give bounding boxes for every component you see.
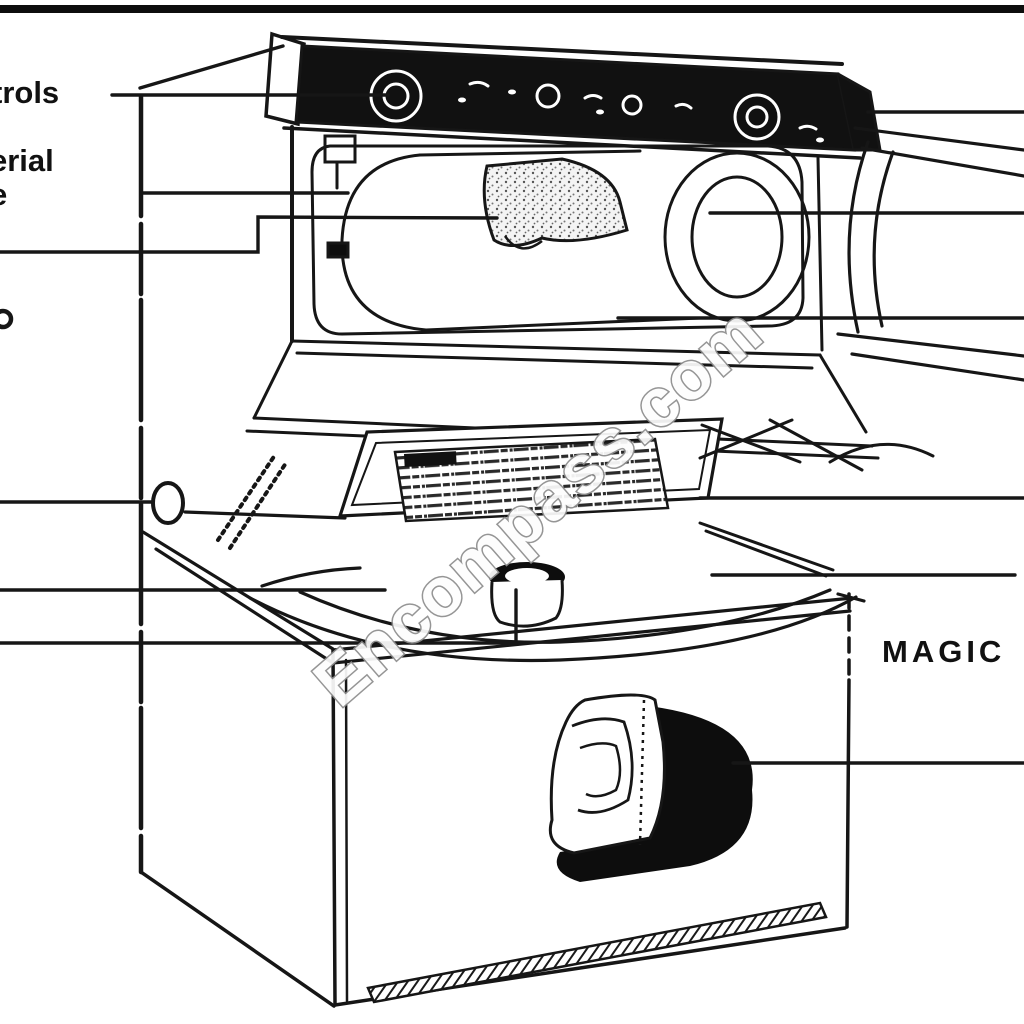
panel-left-endcap bbox=[264, 31, 306, 127]
top-border-rule bbox=[0, 5, 1024, 13]
dryer-flare-left bbox=[252, 339, 294, 420]
panel-marking bbox=[596, 109, 604, 115]
lid-hinge-bracket bbox=[828, 442, 935, 464]
door-seal-ring-inner bbox=[690, 175, 784, 299]
cap-ring-inner bbox=[505, 568, 549, 584]
label-serial-fragment-line1: erial bbox=[0, 143, 54, 178]
lint-screen-cloth bbox=[482, 157, 629, 247]
washer-lid-open bbox=[216, 417, 935, 578]
label-serial-fragment-line2: e bbox=[0, 177, 7, 212]
dryer-door-open bbox=[836, 126, 1024, 382]
leader-lines bbox=[0, 44, 1024, 765]
panel-marking bbox=[798, 124, 818, 131]
lid-hinge-strap bbox=[228, 461, 288, 550]
door-seal-ring-outer bbox=[663, 151, 811, 323]
control-knob bbox=[745, 105, 769, 129]
cabinet-bottom-left-edge bbox=[139, 870, 336, 1008]
handle-scoop-curve bbox=[571, 717, 634, 814]
agitator-dispenser-cap bbox=[489, 562, 565, 628]
tub-rim-inner bbox=[298, 588, 832, 644]
tub-rim-left-arc bbox=[260, 566, 362, 588]
door-top-edge bbox=[853, 126, 1024, 152]
panel-marking bbox=[816, 137, 824, 143]
panel-top-edge bbox=[280, 35, 844, 66]
dryer-flare-right bbox=[818, 353, 868, 434]
door-bottom-edge bbox=[836, 332, 1024, 358]
control-knob bbox=[621, 94, 643, 116]
dryer-bottom-edge-2 bbox=[295, 351, 814, 370]
leader-dispenser-cap bbox=[0, 588, 518, 645]
cap-body bbox=[490, 579, 564, 628]
leader-controls-diagonal bbox=[138, 44, 285, 90]
dryer-right-edge bbox=[816, 156, 824, 352]
tub-rim-outer bbox=[248, 595, 858, 663]
label-brand-fragment: MAGIC bbox=[882, 634, 1005, 669]
panel-marking bbox=[583, 94, 603, 100]
cabinet-right-edge bbox=[845, 678, 851, 929]
control-knob bbox=[535, 83, 561, 109]
handle-seam bbox=[638, 699, 646, 846]
leader-lint-screen bbox=[0, 215, 499, 254]
label-controls-fragment: trols bbox=[0, 75, 59, 110]
lid-hinge-arm bbox=[768, 418, 864, 472]
dryer-drum-top bbox=[418, 149, 642, 157]
serial-plate bbox=[323, 134, 357, 164]
instruction-label bbox=[393, 437, 670, 523]
deck-right-corner bbox=[836, 592, 866, 603]
panel-marking bbox=[458, 97, 466, 103]
handle-face bbox=[548, 693, 666, 855]
access-handle bbox=[548, 693, 753, 882]
door-gasket-curve-2 bbox=[872, 150, 895, 328]
cabinet-front-left-corner bbox=[331, 648, 337, 1006]
lid-prop-rod bbox=[698, 521, 835, 572]
panel-marking bbox=[468, 80, 490, 88]
washer-top-deck bbox=[141, 510, 866, 665]
handle-scoop-curve-2 bbox=[579, 742, 622, 798]
cabinet-front-left-corner-2 bbox=[344, 658, 349, 1003]
door-bottom-edge-2 bbox=[850, 352, 1024, 382]
dryer-bottom-edge bbox=[290, 339, 822, 357]
dryer-door-frame bbox=[310, 144, 805, 336]
deck-back-edge bbox=[183, 510, 347, 520]
door-catch bbox=[326, 241, 350, 259]
door-gasket-curve bbox=[847, 140, 870, 334]
label-header-block bbox=[404, 451, 457, 467]
cloth-fold bbox=[503, 235, 543, 250]
panel-marking bbox=[0, 115, 4, 121]
lid-hinge-strap bbox=[216, 453, 277, 542]
door-top-edge-2 bbox=[860, 146, 1024, 178]
lid-hinge-arm bbox=[698, 418, 794, 460]
toe-panel-vent bbox=[366, 901, 828, 1004]
deck-front-edge-2 bbox=[331, 609, 852, 665]
panel-bottom-edge bbox=[282, 126, 862, 160]
panel-marking bbox=[674, 102, 693, 110]
control-knob bbox=[733, 93, 781, 141]
left-edge-eyelet bbox=[0, 308, 14, 330]
lid-hinge-arm bbox=[700, 423, 802, 464]
dryer-drum-opening bbox=[340, 153, 702, 332]
lid-plug-knob bbox=[151, 481, 185, 525]
deck-left-edge-2 bbox=[154, 547, 335, 665]
panel-marking bbox=[508, 89, 516, 95]
lid-prop-rod bbox=[704, 529, 828, 578]
